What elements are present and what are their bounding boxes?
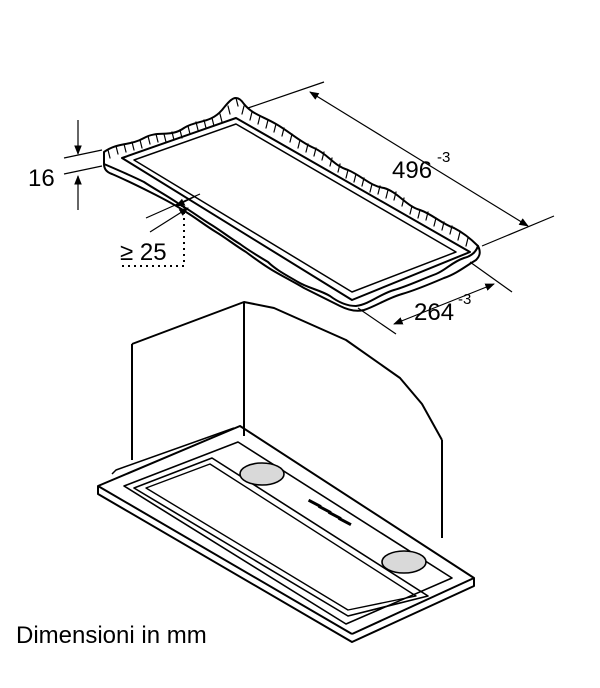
width-tolerance: -3 bbox=[458, 291, 471, 308]
hood-control-button bbox=[327, 510, 342, 521]
width-dimension-line bbox=[393, 283, 495, 325]
units-caption: Dimensioni in mm bbox=[16, 622, 207, 649]
cutout-opening-inner bbox=[133, 123, 457, 293]
length-extension-line-left bbox=[247, 81, 325, 109]
cutout-opening-outer bbox=[121, 117, 471, 301]
cutout-lower-edge bbox=[103, 163, 481, 312]
length-extension-line-right bbox=[481, 215, 555, 247]
length-dimension-line bbox=[309, 91, 529, 227]
dimension-length bbox=[247, 81, 555, 247]
hood-base-right-edge bbox=[351, 577, 475, 635]
hood-filter-inner bbox=[145, 463, 417, 611]
hood-base-frame-outer bbox=[97, 425, 475, 643]
thickness-extension-line-bottom bbox=[63, 165, 103, 175]
clearance-dimension-arrow bbox=[175, 195, 197, 207]
clearance-value: ≥ 25 bbox=[120, 239, 167, 266]
width-value: 264 bbox=[414, 299, 454, 326]
length-value: 496 bbox=[392, 157, 432, 184]
clearance-leader-dotted bbox=[120, 206, 185, 267]
hood-control-button bbox=[307, 498, 322, 509]
hood-unit bbox=[97, 301, 475, 643]
width-extension-line-near bbox=[357, 307, 397, 335]
dimension-thickness bbox=[63, 120, 103, 210]
thickness-value: 16 bbox=[28, 165, 55, 192]
cutout-outer-edge bbox=[103, 97, 479, 307]
hood-body-top bbox=[131, 301, 443, 441]
hood-control-button bbox=[337, 516, 352, 527]
length-tolerance: -3 bbox=[437, 149, 450, 166]
ceiling-cutout bbox=[103, 97, 481, 312]
hood-base-front-edge bbox=[97, 485, 353, 635]
hood-inner-panel bbox=[123, 441, 453, 625]
dimension-clearance bbox=[120, 193, 201, 267]
width-extension-line-far bbox=[469, 261, 513, 293]
hood-light-left bbox=[239, 462, 285, 486]
hood-control-panel bbox=[307, 498, 352, 527]
hood-filter-outer bbox=[133, 457, 429, 617]
hood-control-button bbox=[317, 504, 332, 515]
clearance-dimension-line bbox=[149, 207, 189, 233]
dimension-width bbox=[357, 261, 513, 335]
hood-light-right bbox=[381, 550, 427, 574]
thickness-extension-line-top bbox=[63, 149, 103, 159]
hood-base-frame-lip bbox=[111, 427, 235, 475]
